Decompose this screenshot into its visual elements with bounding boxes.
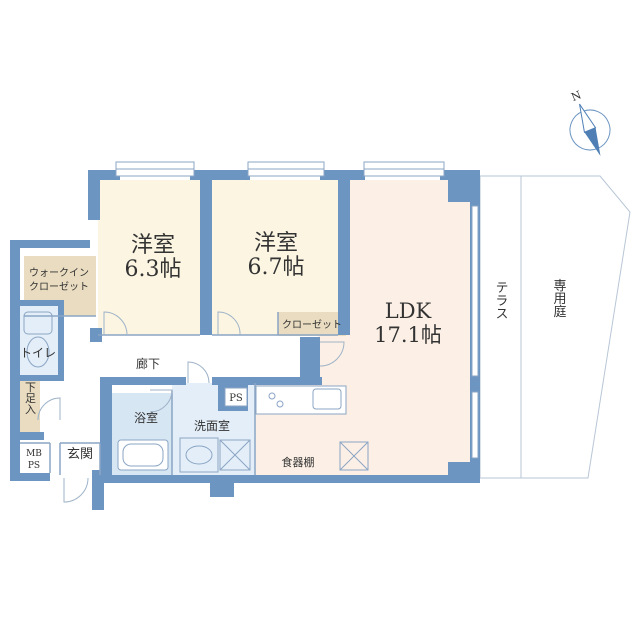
mbps-label-1: MB [26, 449, 42, 459]
cupboard-label: 食器棚 [282, 455, 315, 469]
mbps-floor [20, 443, 50, 473]
closet-floor [278, 312, 346, 336]
western2-name: 洋室 [254, 231, 298, 256]
western2-size: 6.7帖 [248, 255, 305, 280]
compass-north-label: N [569, 88, 583, 104]
washroom-label: 洗面室 [194, 418, 230, 433]
compass-needle-south [584, 127, 601, 156]
compass-needle-north [579, 103, 597, 133]
shoe-label: 下足入 [24, 382, 37, 415]
garden-label: 専用庭 [551, 279, 567, 319]
western1-floor [98, 180, 208, 335]
garden-area [479, 175, 631, 479]
western1-name: 洋室 [131, 233, 175, 258]
walkin-label-2: クローゼット [29, 281, 89, 293]
western1-size: 6.3帖 [125, 257, 182, 282]
corridor-label: 廊下 [136, 356, 160, 371]
ldk-floor-main [346, 180, 472, 475]
closet-label: クローゼット [282, 319, 342, 331]
partitions [20, 312, 338, 475]
walkin-label-1: ウォークイン [29, 267, 89, 279]
ldk-floor-entry [318, 335, 346, 383]
terrace-label: テラス [493, 281, 508, 320]
bath-label: 浴室 [134, 410, 158, 425]
toilet-label: トイレ [20, 346, 56, 360]
ldk-size: 17.1帖 [374, 323, 442, 347]
ps-label: PS [229, 393, 243, 404]
doors [37, 311, 345, 503]
mbps-label-2: PS [28, 461, 40, 471]
ldk-name: LDK [385, 299, 432, 323]
windows [115, 161, 479, 459]
shoe-floor [20, 380, 40, 432]
compass: N [569, 88, 611, 156]
entrance-label: 玄関 [67, 447, 93, 462]
fixtures [23, 311, 369, 473]
western2-floor [210, 180, 346, 335]
